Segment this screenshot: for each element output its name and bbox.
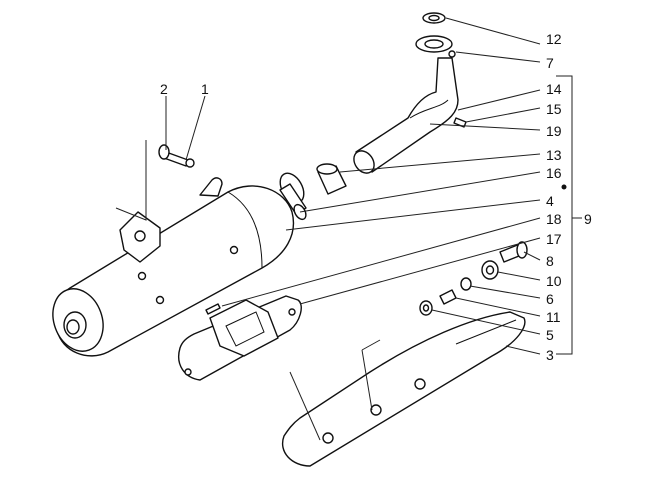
bullet-dot: [561, 184, 567, 190]
washer: [481, 260, 499, 280]
callout-11: 11: [546, 309, 561, 325]
bolt: [499, 241, 528, 263]
callout-6: 6: [546, 291, 554, 307]
bolt: [453, 117, 467, 128]
bush: [419, 300, 433, 316]
callout-15: 15: [546, 101, 562, 117]
washer: [158, 144, 170, 160]
clamp: [279, 172, 307, 221]
callout-5: 5: [546, 327, 554, 343]
heat-shield: [281, 311, 526, 467]
pipe-flange: [415, 35, 456, 58]
callout-13: 13: [546, 147, 562, 163]
callout-2: 2: [160, 81, 168, 97]
callout-4: 4: [546, 193, 554, 209]
leader-lines: [115, 17, 582, 441]
callout-14: 14: [546, 81, 562, 97]
callout-3: 3: [546, 347, 554, 363]
exhaust-pipe: [353, 57, 459, 174]
bolt: [163, 151, 195, 168]
callout-19: 19: [546, 123, 562, 139]
callout-18: 18: [546, 211, 562, 227]
callout-9: 9: [584, 211, 592, 227]
nut: [460, 277, 472, 291]
sleeve: [316, 163, 347, 195]
gasket: [422, 12, 446, 24]
callout-1: 1: [201, 81, 209, 97]
spacer: [439, 289, 457, 305]
callout-8: 8: [546, 253, 554, 269]
callout-17: 17: [546, 231, 562, 247]
callout-16: 16: [546, 165, 562, 181]
screw: [205, 303, 221, 315]
shield-bracket: [178, 295, 302, 381]
muffler: [52, 177, 295, 357]
callout-7: 7: [546, 55, 554, 71]
callout-10: 10: [546, 273, 562, 289]
callout-12: 12: [546, 31, 562, 47]
